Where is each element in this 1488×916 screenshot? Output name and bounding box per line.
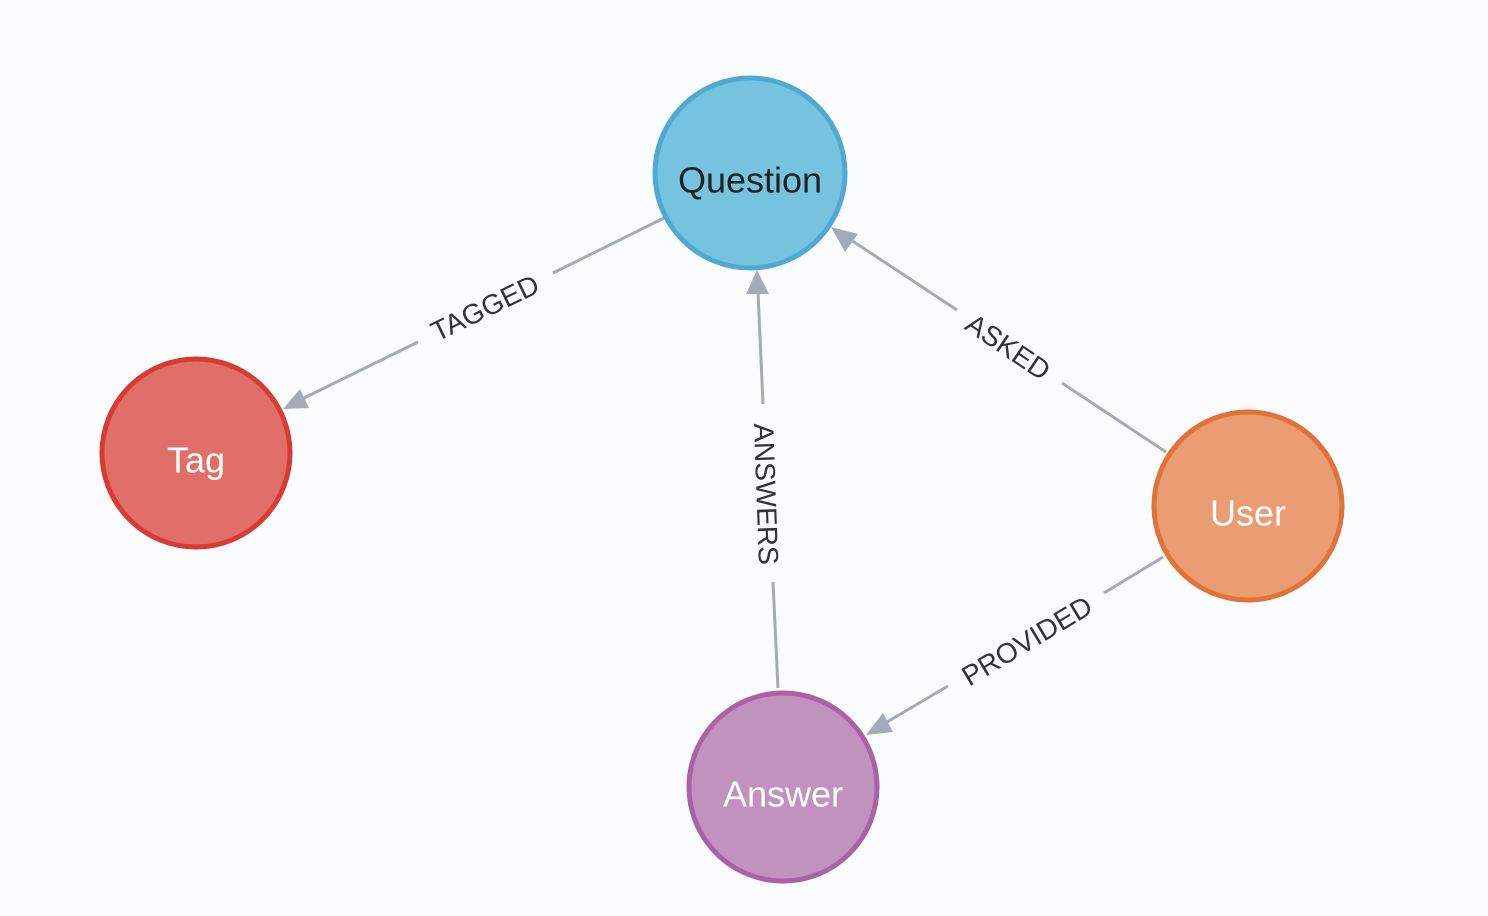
arrowhead-icon [746,270,769,294]
relationship-tagged[interactable]: TAGGED [283,216,665,409]
relationship-tagged-line [552,216,665,275]
arrowhead-icon [831,227,858,252]
relationship-asked-line [850,238,958,312]
relationship-answers-line [771,581,780,689]
relationship-answers-line [756,291,765,405]
relationship-label-answers: ANSWERS [748,423,784,566]
relationship-asked[interactable]: ASKED [831,227,1167,454]
node-answer[interactable]: Answer [686,690,880,884]
relationship-provided-line [886,684,949,724]
relationship-provided-line [1103,555,1164,595]
relationship-tagged-line [303,340,419,400]
relationship-provided[interactable]: PROVIDED [866,555,1164,735]
node-question-label: Question [678,160,822,201]
relationship-label-provided: PROVIDED [956,590,1097,692]
node-user-circle [1151,409,1345,603]
node-tag-label: Tag [167,440,225,481]
node-user-label: User [1210,493,1286,534]
node-tag-circle [99,356,293,550]
arrowhead-icon [866,713,893,735]
node-tag[interactable]: Tag [99,356,293,550]
relationship-answers[interactable]: ANSWERS [746,270,784,689]
relationship-asked-line [1061,381,1167,454]
relationship-label-tagged: TAGGED [426,269,544,348]
arrowhead-icon [283,389,309,409]
node-answer-circle [686,690,880,884]
relationship-label-asked: ASKED [960,308,1056,387]
node-question-circle [652,75,848,271]
node-answer-label: Answer [723,774,843,815]
node-user[interactable]: User [1151,409,1345,603]
node-question[interactable]: Question [652,75,848,271]
